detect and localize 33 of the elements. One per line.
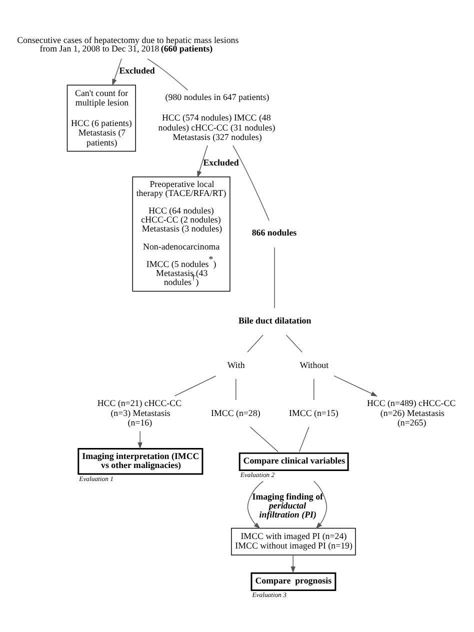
node-box: IMCC with imaged PI (n=24) IMCC without imaged PI (n=19) [231, 527, 356, 555]
node-text: Without [300, 359, 329, 370]
node-text: With [227, 359, 245, 370]
connector [274, 246, 275, 308]
node-box: Compare prognosis [250, 572, 336, 590]
connector [250, 426, 279, 452]
edge-label: Excluded [203, 156, 239, 167]
arrow [112, 58, 122, 86]
connector [174, 375, 216, 396]
arrow [197, 144, 208, 178]
connector [286, 334, 302, 352]
arrow [247, 480, 264, 528]
connector [147, 58, 188, 90]
arrow [290, 554, 296, 573]
node-box: Imaging interpretation (IMCC vs other malignacies) [78, 448, 204, 474]
arrow [138, 430, 142, 449]
node-text: 866 nodules [252, 227, 297, 238]
node-box: Can't count for multiple lesion HCC (6 patients) Metastasis (7 patients) [66, 84, 136, 152]
node-text: Bile duct dilatation [238, 314, 312, 325]
edge-label: Imaging finding of periductal infiltration (PI) [252, 491, 324, 520]
node-text: (980 nodules in 647 patients) HCC (574 nodules) IMCC (48 nodules) cHCC-CC (31 nodules) Metastasis (327 nodules) [158, 92, 276, 142]
node-box: Compare clinical variables [238, 452, 349, 471]
node-text: Consecutive cases of hepatectomy due to hepatic mass lesions from Jan 1, 2008 to Dec 31, 2018 (660 patients) [17, 34, 239, 54]
connector [247, 334, 264, 352]
connector [298, 426, 310, 452]
arrow [334, 374, 378, 396]
node-text: IMCC (n=28) [211, 407, 260, 418]
node-text: HCC (n=21) cHCC-CC (n=3) Metastasis (n=16) [97, 398, 182, 427]
node-text: HCC (n=489) cHCC-CC (n=26) Metastasis (n=265) [367, 398, 456, 427]
edge-label: Excluded [119, 64, 155, 75]
arrow [313, 480, 328, 528]
node-text: IMCC (n=15) [289, 407, 338, 418]
connector [232, 144, 270, 220]
